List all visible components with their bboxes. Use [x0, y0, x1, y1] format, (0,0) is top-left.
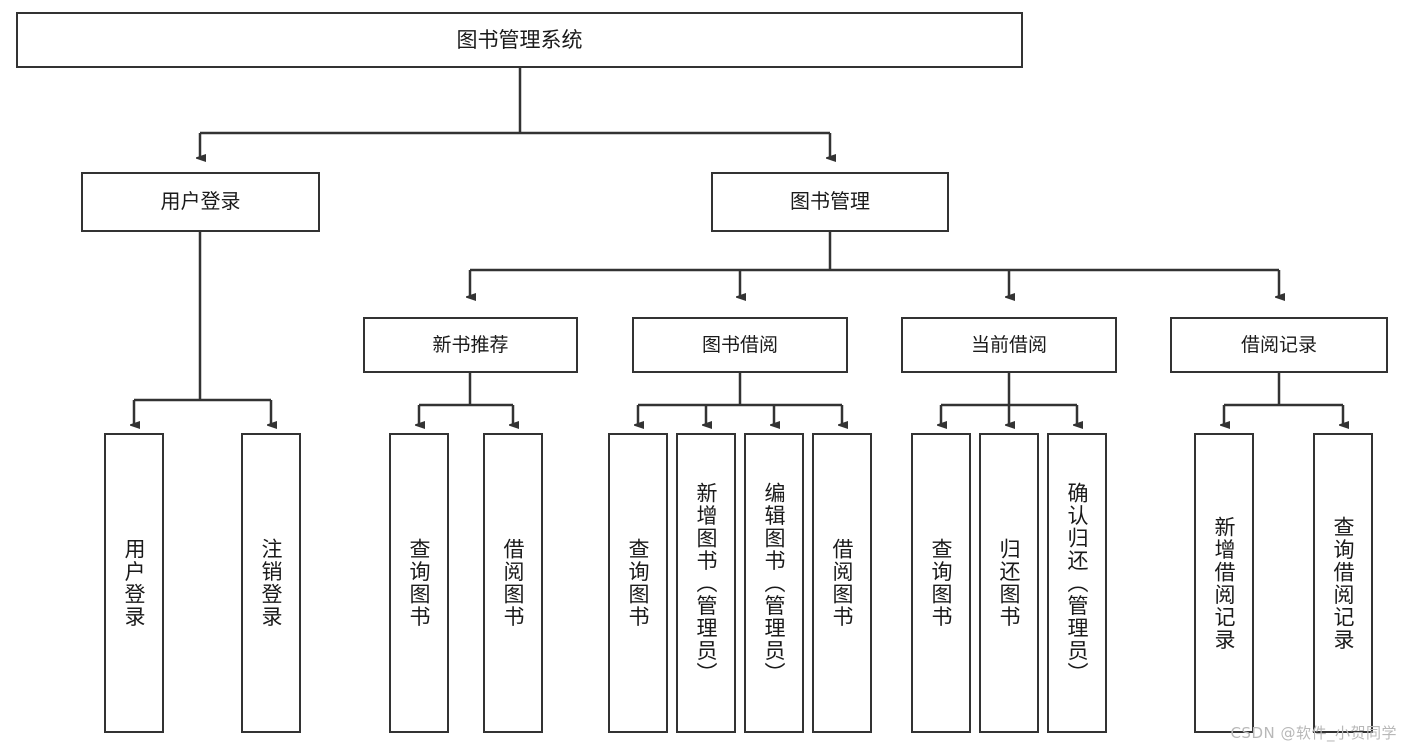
node-label: 查询图书: [626, 538, 651, 628]
node-label: 查询图书: [407, 538, 432, 628]
node-label: 用户登录: [122, 538, 147, 628]
node-book-borrow[interactable]: 图书借阅: [632, 317, 848, 373]
node-current-borrow[interactable]: 当前借阅: [901, 317, 1117, 373]
leaf-add-borrow-record[interactable]: 新增借阅记录: [1194, 433, 1254, 733]
node-book-management[interactable]: 图书管理: [711, 172, 949, 232]
node-label: 新增图书（管理员）: [694, 481, 719, 685]
node-user-login[interactable]: 用户登录: [81, 172, 320, 232]
node-label: 查询借阅记录: [1331, 515, 1356, 651]
node-label: 图书管理系统: [456, 27, 583, 52]
node-new-book-recommend[interactable]: 新书推荐: [363, 317, 578, 373]
csdn-watermark: CSDN @软件_小贺同学: [1230, 724, 1397, 742]
leaf-borrow-book-recommend[interactable]: 借阅图书: [483, 433, 543, 733]
node-label: 新书推荐: [432, 333, 509, 356]
leaf-confirm-return-admin[interactable]: 确认归还（管理员）: [1047, 433, 1107, 733]
node-label: 编辑图书（管理员）: [762, 481, 787, 685]
leaf-query-book-current[interactable]: 查询图书: [911, 433, 971, 733]
leaf-borrow-book[interactable]: 借阅图书: [812, 433, 872, 733]
leaf-add-book-admin[interactable]: 新增图书（管理员）: [676, 433, 736, 733]
leaf-return-book[interactable]: 归还图书: [979, 433, 1039, 733]
leaf-query-book-recommend[interactable]: 查询图书: [389, 433, 449, 733]
node-label: 查询图书: [929, 538, 954, 628]
node-label: 借阅图书: [501, 538, 526, 628]
node-label: 归还图书: [997, 538, 1022, 628]
leaf-edit-book-admin[interactable]: 编辑图书（管理员）: [744, 433, 804, 733]
node-label: 注销登录: [259, 538, 284, 628]
node-label: 借阅图书: [830, 538, 855, 628]
node-label: 当前借阅: [970, 333, 1047, 356]
node-borrow-record[interactable]: 借阅记录: [1170, 317, 1388, 373]
leaf-query-borrow-record[interactable]: 查询借阅记录: [1313, 433, 1373, 733]
node-label: 确认归还（管理员）: [1065, 481, 1090, 685]
node-label: 借阅记录: [1240, 333, 1317, 356]
node-label: 用户登录: [160, 189, 241, 214]
leaf-logout-login[interactable]: 注销登录: [241, 433, 301, 733]
node-label: 图书管理: [790, 189, 870, 214]
leaf-user-login[interactable]: 用户登录: [104, 433, 164, 733]
node-label: 新增借阅记录: [1212, 515, 1237, 651]
leaf-query-book-borrow[interactable]: 查询图书: [608, 433, 668, 733]
node-root-system[interactable]: 图书管理系统: [16, 12, 1023, 68]
node-label: 图书借阅: [701, 333, 778, 356]
